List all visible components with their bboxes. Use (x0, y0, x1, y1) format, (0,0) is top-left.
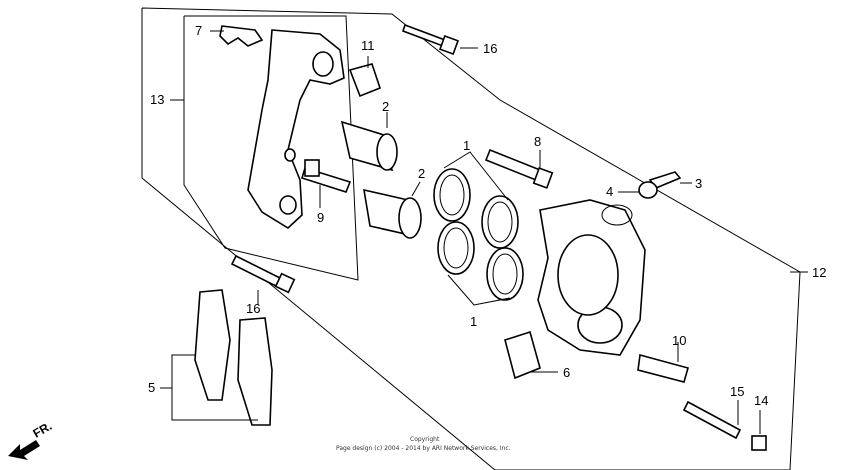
arrow-icon (8, 440, 40, 460)
pin-boot-part (348, 56, 381, 98)
direction-label: FR. (31, 419, 55, 441)
piston-seals-part (433, 151, 524, 306)
label-16-bottom: 16 (246, 301, 260, 316)
label-4: 4 (606, 184, 613, 199)
caliper-body-part (537, 199, 646, 356)
label-16-top: 16 (483, 41, 497, 56)
piston-upper-part (340, 112, 398, 172)
label-12: 12 (812, 265, 826, 280)
label-6: 6 (563, 365, 570, 380)
label-2-mid: 2 (418, 166, 425, 181)
label-14: 14 (754, 393, 768, 408)
label-7: 7 (195, 23, 202, 38)
piston-lower-part (363, 181, 422, 239)
label-1-bottom: 1 (470, 314, 477, 329)
copyright-line-2: Page design (c) 2004 - 2014 by ARI Netwo… (336, 445, 511, 452)
label-11: 11 (361, 38, 375, 53)
label-5: 5 (148, 380, 155, 395)
bolt-lower-part (230, 254, 296, 305)
label-13: 13 (150, 92, 164, 107)
caliper-bracket-part (247, 29, 345, 230)
pin-boot-lower-part (637, 342, 689, 383)
bleeder-cap-part (618, 181, 658, 199)
pad-shim-part (504, 330, 558, 380)
label-15: 15 (730, 384, 744, 399)
label-1-top: 1 (463, 138, 470, 153)
pad-pin-part (682, 400, 742, 440)
pad-spring-part (210, 25, 264, 47)
front-direction-arrow: FR. (8, 419, 54, 460)
bolt-upper-part (401, 23, 478, 55)
label-9: 9 (317, 210, 324, 225)
label-10: 10 (672, 333, 686, 348)
bracket-pin-part (301, 159, 352, 208)
brake-pads-part (160, 289, 273, 426)
label-2-top: 2 (382, 99, 389, 114)
caliper-pin-bolt-part (484, 148, 554, 189)
label-3: 3 (695, 176, 702, 191)
copyright-line-1: Copyright (410, 436, 440, 443)
bracket-group-outline (183, 15, 359, 281)
pin-plug-part (751, 410, 767, 451)
label-8: 8 (534, 134, 541, 149)
